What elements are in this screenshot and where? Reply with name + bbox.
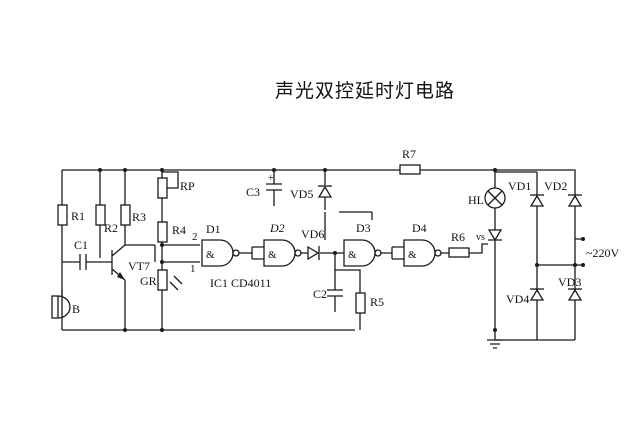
wire-d3-d4 (381, 246, 404, 260)
nand-gate-d3: & (343, 239, 382, 267)
bridge-links (495, 171, 538, 340)
label-r3: R3 (132, 210, 146, 224)
label-vd5: VD5 (290, 187, 313, 201)
lamp-hl (484, 170, 506, 230)
microphone-b (51, 290, 71, 319)
potentiometer-rp (157, 170, 179, 222)
label-ac-source: ~220V (586, 246, 619, 260)
label-rp: RP (180, 179, 195, 193)
junction-dots (98, 168, 577, 332)
resistor-r4 (157, 221, 168, 262)
nand-gate-d2: & (263, 239, 302, 267)
nand-gate-d4: & (403, 239, 442, 267)
label-c1: C1 (74, 238, 88, 252)
capacitor-c2 (327, 253, 343, 312)
label-b: B (72, 302, 80, 316)
diagram-title: 声光双控延时灯电路 (274, 80, 455, 102)
label-hl: HL (468, 193, 484, 207)
label-c2: C2 (313, 287, 327, 301)
label-pin1: 1 (190, 263, 196, 275)
bottom-rail (62, 329, 575, 341)
resistor-r5 (335, 269, 366, 330)
resistor-r1 (57, 170, 68, 330)
wire-d1-d2 (239, 246, 264, 260)
svg-text:&: & (268, 249, 277, 261)
label-vd1: VD1 (508, 179, 531, 193)
label-vd4: VD4 (506, 292, 529, 306)
label-d1: D1 (206, 222, 221, 236)
thyristor-vs (487, 229, 503, 330)
top-rail (62, 164, 576, 340)
transistor-vt7 (111, 244, 126, 330)
wire-pin1 (154, 245, 200, 263)
diode-vd3 (567, 288, 583, 301)
nand-gate-d1: & (201, 239, 240, 267)
label-r1: R1 (71, 209, 85, 223)
label-d2: D2 (269, 221, 285, 235)
label-r4: R4 (172, 223, 186, 237)
label-ic: IC1 CD4011 (210, 276, 271, 290)
label-d3: D3 (356, 221, 371, 235)
diode-vd4 (529, 288, 545, 301)
wire-vd5-d3 (324, 211, 373, 240)
capacitor-c3 (266, 170, 282, 206)
label-vd2: VD2 (544, 179, 567, 193)
label-vd6: VD6 (301, 227, 324, 241)
label-d4: D4 (412, 221, 427, 235)
label-r5: R5 (370, 295, 384, 309)
label-vd3: VD3 (558, 275, 581, 289)
label-c3-plus: + (268, 173, 274, 184)
ac-leads (575, 238, 583, 266)
svg-text:&: & (206, 249, 215, 261)
resistor-r2 (95, 170, 106, 258)
capacitor-c1 (62, 254, 112, 270)
label-gr: GR (140, 274, 157, 288)
ground-symbol (487, 339, 503, 349)
label-pin2: 2 (192, 231, 198, 243)
photoresistor-gr (157, 262, 183, 330)
diode-vd5 (317, 170, 333, 210)
resistor-r3 (120, 170, 131, 245)
label-vs: vs (476, 232, 485, 243)
label-r2: R2 (104, 221, 118, 235)
resistor-r6 (441, 243, 488, 258)
diode-vd2 (567, 194, 583, 207)
diode-vd1 (529, 194, 545, 207)
diode-vd6 (301, 245, 344, 261)
svg-text:&: & (408, 249, 417, 261)
svg-text:&: & (348, 249, 357, 261)
label-r6: R6 (451, 230, 465, 244)
label-r7: R7 (402, 147, 416, 161)
label-vt7: VT7 (128, 259, 150, 273)
label-c3: C3 (246, 185, 260, 199)
